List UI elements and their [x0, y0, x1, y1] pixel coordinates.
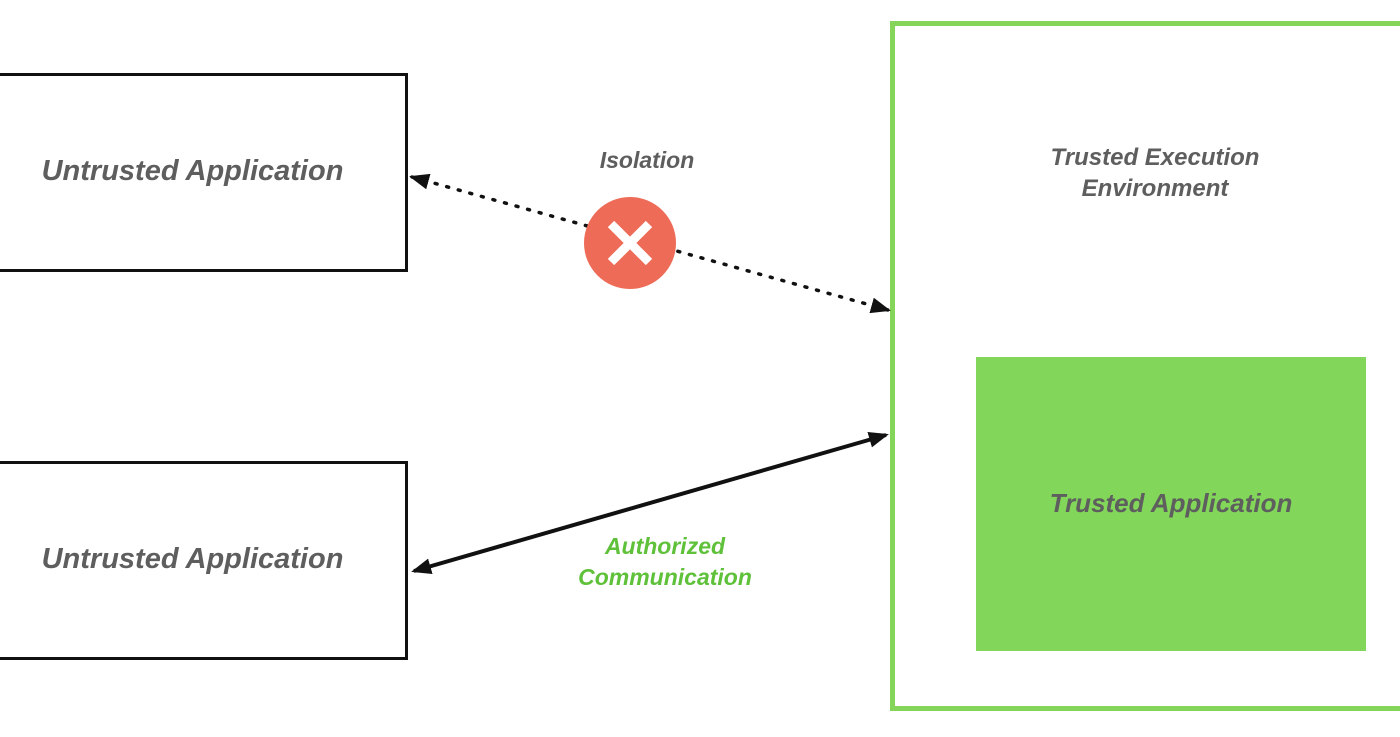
x-circle-icon: [584, 197, 676, 289]
authorized-communication-label: Authorized Communication: [540, 531, 790, 593]
trusted-application-box: [976, 357, 1366, 651]
untrusted-application-box-bottom: [0, 461, 408, 660]
tee-label-line1: Trusted Execution: [1050, 144, 1260, 171]
untrusted-application-label-top: Untrusted Application: [41, 155, 344, 187]
untrusted-application-label-bottom: Untrusted Application: [41, 543, 344, 575]
untrusted-application-box-top: [0, 73, 408, 272]
tee-label-line2: Environment: [1081, 175, 1229, 202]
trusted-execution-environment-label: Trusted Execution Environment: [1000, 142, 1310, 204]
trusted-application-label: Trusted Application: [1049, 488, 1293, 518]
authorized-label-line1: Authorized: [604, 533, 726, 559]
authorized-label-line2: Communication: [578, 564, 752, 590]
isolation-label: Isolation: [599, 147, 695, 173]
